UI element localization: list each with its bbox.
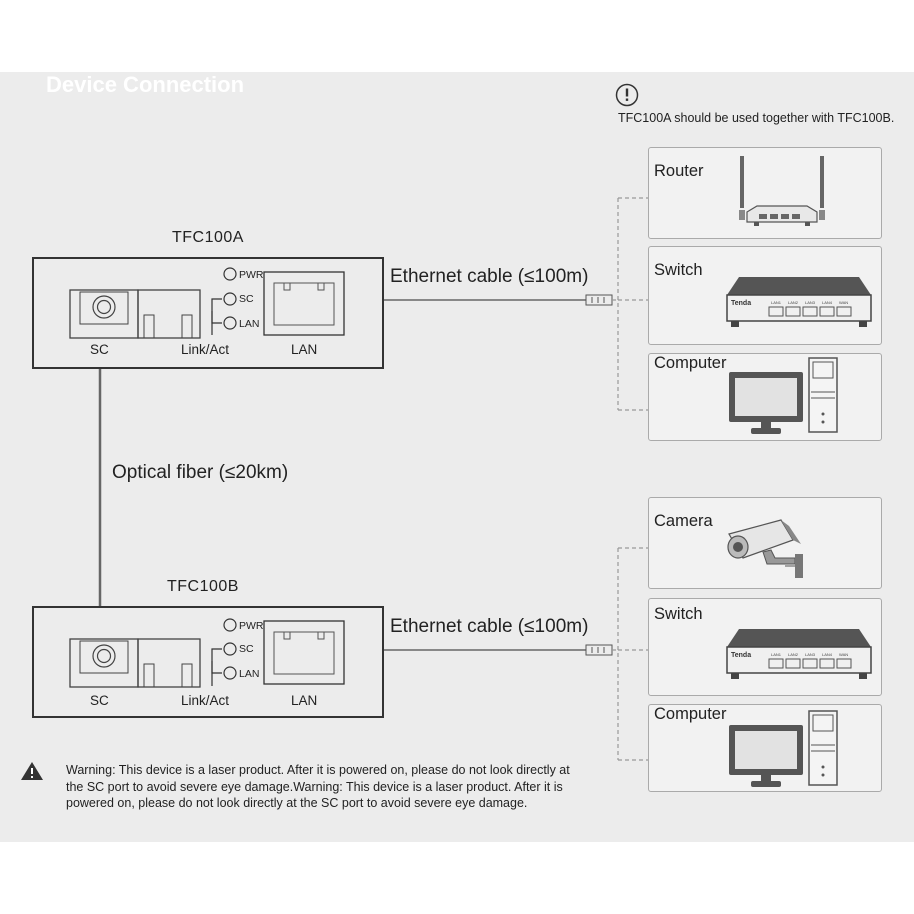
computer-icon — [729, 710, 838, 787]
router-label: Router — [654, 162, 704, 180]
computer-label: Computer — [654, 354, 727, 372]
switch-icon: Tenda LAN1 LAN2 LAN3 LAN4 WAN — [726, 629, 872, 679]
ethernet-cable-label-a: Ethernet cable (≤100m) — [390, 266, 589, 287]
switch-port-label: LAN3 — [805, 652, 816, 657]
compatibility-note: TFC100A should be used together with TFC… — [618, 111, 895, 125]
warning-icon — [21, 762, 43, 780]
switch-port-label: LAN2 — [788, 652, 799, 657]
led-lan-label: LAN — [239, 318, 260, 330]
led-lan-label: LAN — [239, 668, 260, 680]
switch-port-label: LAN1 — [771, 300, 782, 305]
switch-port-label: LAN2 — [788, 300, 799, 305]
switch-port-label: LAN3 — [805, 300, 816, 305]
lan-port — [263, 620, 345, 685]
switch-card-b: Switch Tenda LAN1 LAN2 LAN3 LAN4 WAN — [648, 598, 882, 696]
link-act-label: Link/Act — [181, 342, 230, 357]
device-b-name: TFC100B — [167, 578, 239, 595]
computer-card-a: Computer — [648, 353, 882, 441]
camera-icon — [727, 519, 803, 578]
sc-port-label: SC — [90, 693, 109, 708]
switch-brand: Tenda — [731, 300, 751, 307]
computer-icon — [729, 357, 838, 434]
camera-label: Camera — [654, 512, 713, 530]
sc-port-label: SC — [90, 342, 109, 357]
switch-port-label: LAN1 — [771, 652, 782, 657]
led-sc-label: SC — [239, 643, 254, 655]
optical-fiber-label: Optical fiber (≤20km) — [112, 462, 289, 483]
link-act-label: Link/Act — [181, 693, 230, 708]
page-title: Device Connection — [46, 72, 245, 97]
computer-label: Computer — [654, 705, 727, 723]
device-a-panel — [32, 257, 384, 369]
led-pwr-label: PWR — [239, 269, 264, 281]
computer-card-b: Computer — [648, 704, 882, 792]
device-a-name: TFC100A — [172, 229, 244, 246]
switch-port-label: LAN4 — [822, 300, 833, 305]
lan-port-label: LAN — [291, 342, 318, 357]
lan-port — [263, 271, 345, 336]
device-b-panel — [32, 606, 384, 718]
router-icon — [739, 156, 825, 226]
info-icon — [615, 83, 639, 107]
lan-port-label: LAN — [291, 693, 318, 708]
laser-warning-text: Warning: This device is a laser product.… — [66, 763, 570, 810]
switch-port-label: LAN4 — [822, 652, 833, 657]
switch-card-a: Switch Tenda LAN1 LAN2 LAN3 LAN4 WAN — [648, 246, 882, 345]
switch-port-label: WAN — [839, 300, 848, 305]
switch-port-label: WAN — [839, 652, 848, 657]
router-card: Router — [648, 147, 882, 239]
camera-card: Camera — [648, 497, 882, 589]
switch-label: Switch — [654, 605, 703, 623]
led-pwr-label: PWR — [239, 620, 264, 632]
switch-label: Switch — [654, 261, 703, 279]
led-sc-label: SC — [239, 293, 254, 305]
ethernet-cable-label-b: Ethernet cable (≤100m) — [390, 616, 589, 637]
switch-icon: Tenda LAN1 LAN2 LAN3 LAN4 WAN — [726, 277, 872, 327]
switch-brand: Tenda — [731, 652, 751, 659]
